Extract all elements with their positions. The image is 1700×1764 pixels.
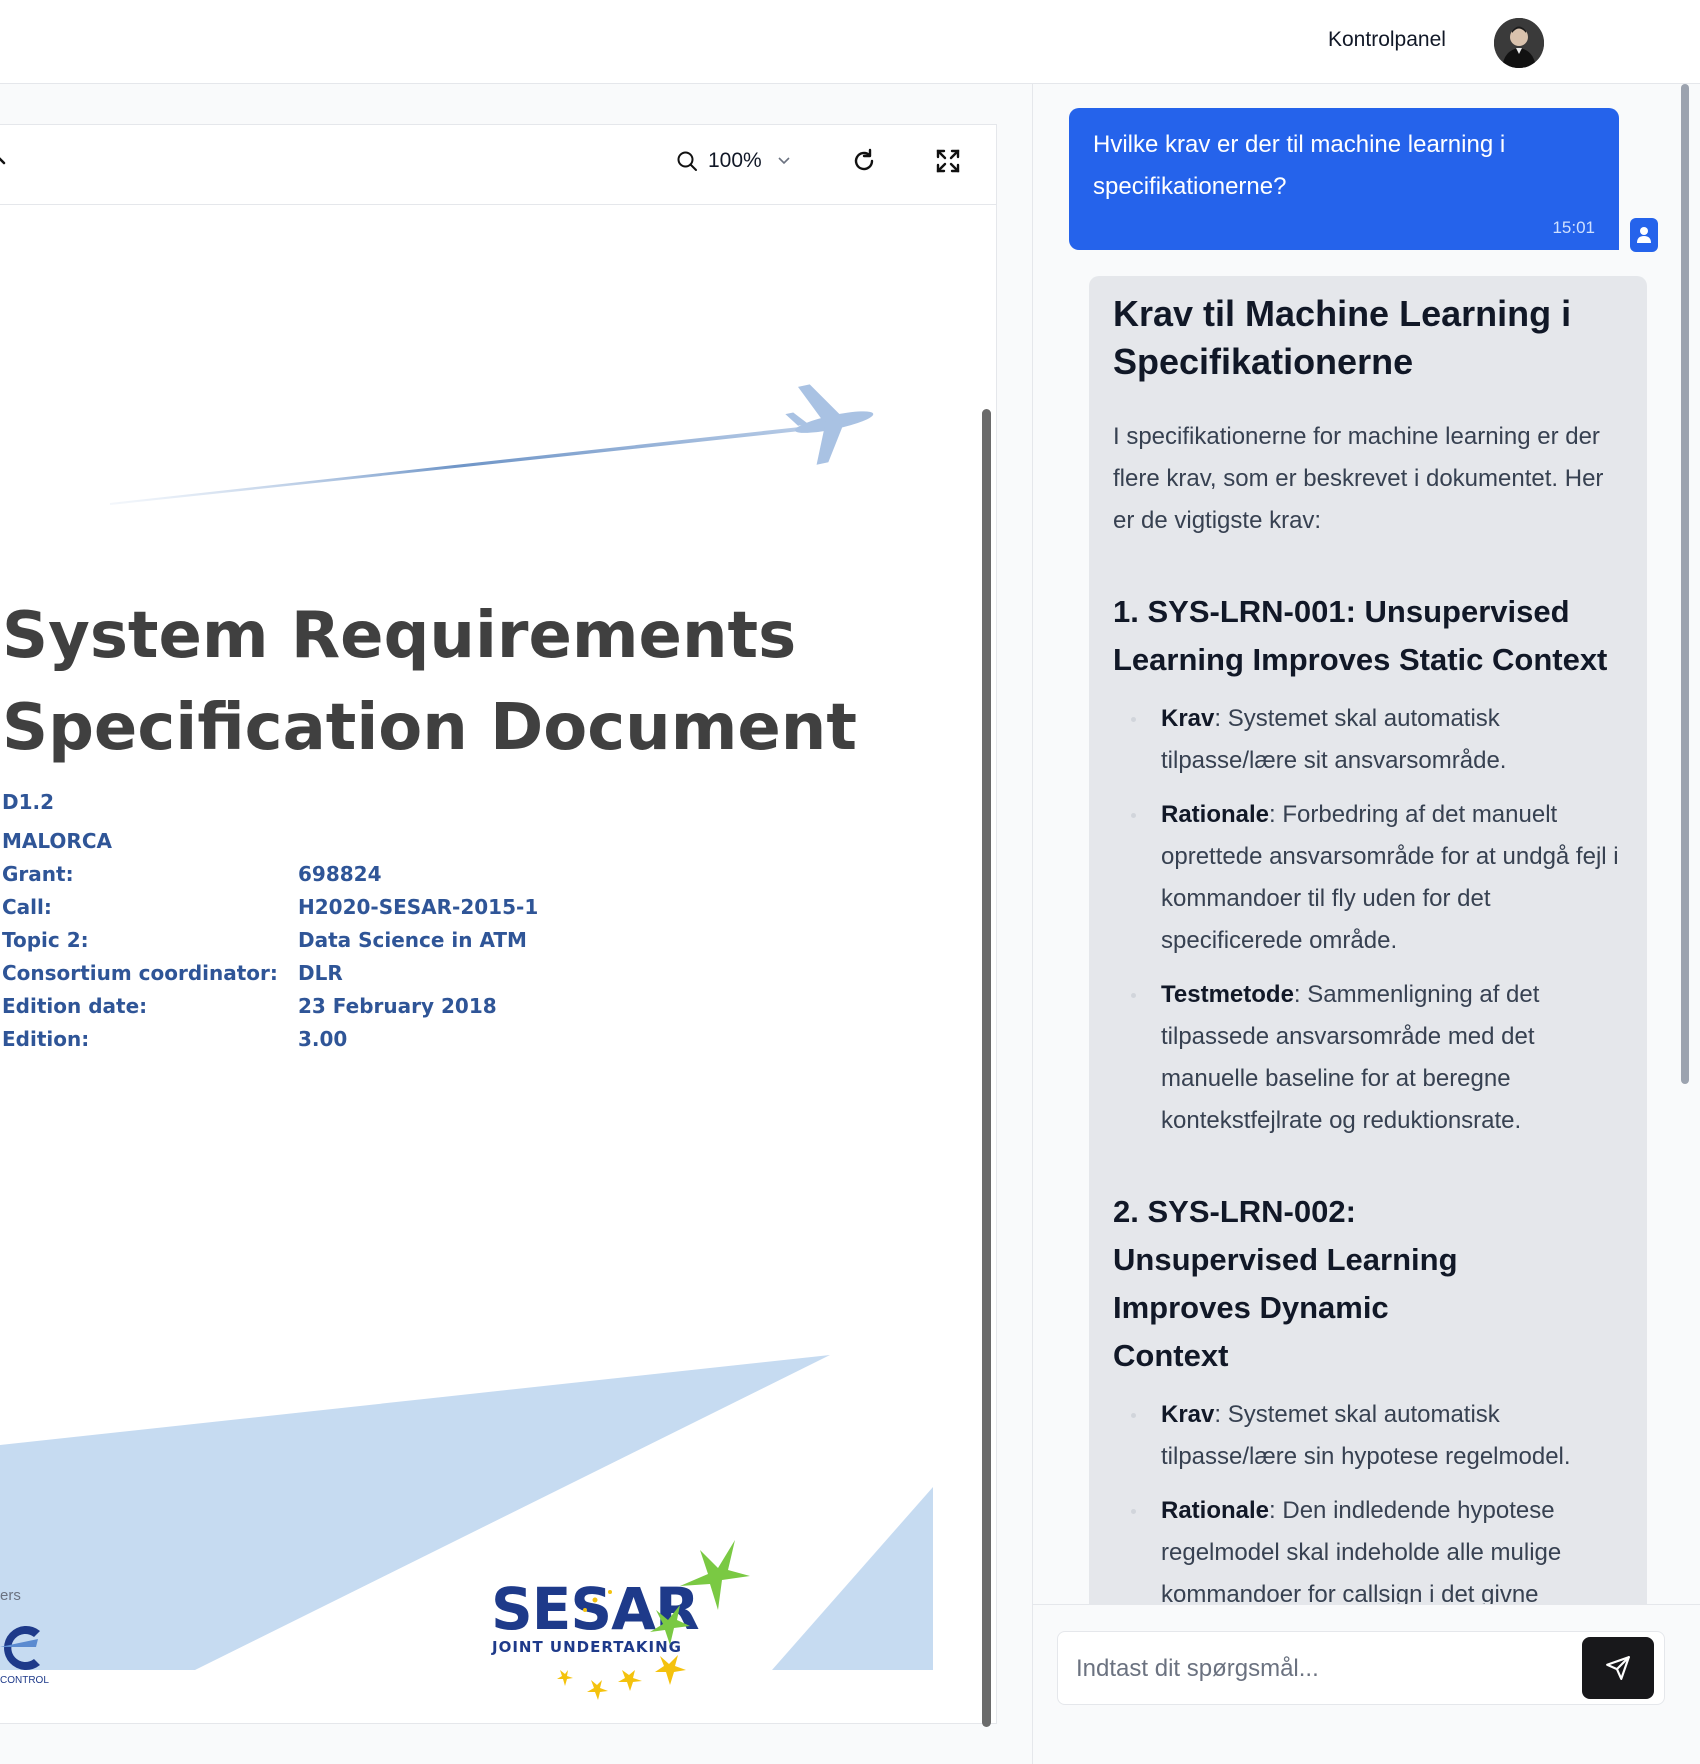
requirement-list: Krav: Systemet skal automatisk tilpasse/…	[1113, 698, 1623, 1142]
field-label: Grant:	[2, 862, 74, 886]
item-key: Testmetode	[1161, 981, 1294, 1008]
search-icon	[677, 151, 697, 171]
user-message: Hvilke krav er der til machine learning …	[1069, 108, 1619, 250]
field-label: Edition:	[2, 1027, 90, 1051]
cover-shapes	[0, 1355, 933, 1670]
composer-area	[1033, 1604, 1700, 1764]
document-page: System Requirements Specification Docume…	[0, 205, 980, 1723]
field-label: Topic 2:	[2, 928, 89, 952]
field-value: 698824	[298, 862, 382, 886]
message-timestamp: 15:01	[1552, 218, 1595, 237]
chat-panel: Hvilke krav er der til machine learning …	[1032, 84, 1700, 1764]
field-value: 23 February 2018	[298, 994, 497, 1018]
stars-graphic	[557, 1540, 750, 1700]
viewer-scrollbar[interactable]	[982, 409, 991, 1727]
partner-text-fragment: CONTROL	[0, 1675, 49, 1686]
section-heading: 2. SYS-LRN-002: Unsupervised Learning Im…	[1113, 1194, 1458, 1373]
item-text: : Forbedring af det manuelt oprettede an…	[1161, 801, 1619, 954]
sesar-logo-subtitle: JOINT UNDERTAKING	[492, 1638, 682, 1656]
send-icon	[1606, 1656, 1630, 1680]
item-text: : Den indledende hypotese regelmodel ska…	[1161, 1497, 1562, 1604]
document-code: D1.2	[2, 790, 55, 814]
send-button[interactable]	[1582, 1637, 1654, 1699]
back-icon[interactable]	[0, 151, 10, 179]
dashboard-link[interactable]: Kontrolpanel	[1328, 28, 1446, 51]
item-key: Krav	[1161, 705, 1215, 732]
fullscreen-icon[interactable]	[934, 147, 962, 175]
document-project: MALORCA	[2, 829, 112, 853]
section-heading: 1. SYS-LRN-001: Unsupervised Learning Im…	[1113, 594, 1608, 677]
field-value: H2020-SESAR-2015-1	[298, 895, 539, 919]
list-item: Krav: Systemet skal automatisk tilpasse/…	[1131, 1394, 1623, 1478]
user-message-text: Hvilke krav er der til machine learning …	[1093, 131, 1506, 200]
answer-heading: Krav til Machine Learning i Specifikatio…	[1113, 293, 1572, 382]
list-item: Testmetode: Sammenligning af det tilpass…	[1131, 974, 1623, 1142]
field-value: Data Science in ATM	[298, 928, 527, 952]
message-composer	[1057, 1631, 1665, 1705]
list-item: Rationale: Forbedring af det manuelt opr…	[1131, 794, 1623, 962]
chat-messages: Hvilke krav er der til machine learning …	[1033, 84, 1688, 1604]
field-value: DLR	[298, 961, 343, 985]
item-key: Rationale	[1161, 801, 1270, 828]
item-key: Krav	[1161, 1401, 1215, 1428]
user-avatar[interactable]	[1494, 18, 1544, 68]
answer-intro: I specifikationerne for machine learning…	[1113, 423, 1604, 534]
list-item: Krav: Systemet skal automatisk tilpasse/…	[1131, 698, 1623, 782]
sesar-logo: SESAR	[491, 1575, 700, 1643]
item-text: : Systemet skal automatisk tilpasse/lære…	[1161, 1401, 1571, 1470]
airplane-graphic	[110, 384, 874, 505]
partner-text-fragment: ers	[0, 1587, 21, 1604]
title-line-1: System Requirements	[2, 599, 797, 673]
chat-scrollbar[interactable]	[1681, 84, 1689, 1084]
zoom-control[interactable]: 100%	[676, 149, 790, 173]
item-text: : Systemet skal automatisk tilpasse/lære…	[1161, 705, 1507, 774]
field-label: Consortium coordinator:	[2, 961, 278, 985]
document-viewer: 100%	[0, 84, 1032, 1764]
top-bar: Kontrolpanel	[0, 0, 1700, 84]
chevron-down-icon	[778, 157, 790, 165]
viewer-card: 100%	[0, 124, 997, 1724]
assistant-message: Krav til Machine Learning i Specifikatio…	[1089, 276, 1647, 1604]
field-value: 3.00	[298, 1027, 348, 1051]
partner-logo	[0, 1626, 41, 1670]
zoom-level: 100%	[708, 149, 762, 172]
document-title: System Requirements Specification Docume…	[2, 590, 902, 774]
viewer-toolbar: 100%	[0, 125, 997, 205]
item-text: : Sammenligning af det tilpassede ansvar…	[1161, 981, 1540, 1134]
field-label: Call:	[2, 895, 52, 919]
refresh-icon[interactable]	[850, 147, 878, 175]
user-icon	[1630, 218, 1658, 252]
question-input[interactable]	[1076, 1650, 1556, 1688]
field-label: Edition date:	[2, 994, 148, 1018]
title-line-2: Specification Document	[2, 691, 857, 765]
requirement-list: Krav: Systemet skal automatisk tilpasse/…	[1113, 1394, 1623, 1604]
item-key: Rationale	[1161, 1497, 1270, 1524]
list-item: Rationale: Den indledende hypotese regel…	[1131, 1490, 1623, 1604]
